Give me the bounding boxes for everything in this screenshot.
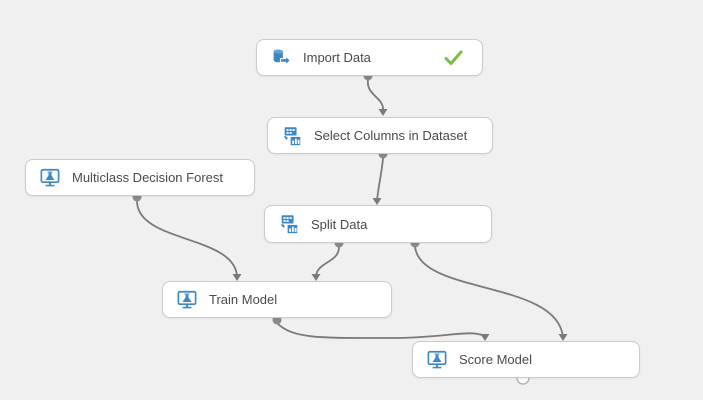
connection-arrowhead-icon — [378, 109, 388, 116]
module-node-split-data[interactable]: Split Data — [264, 205, 492, 243]
connection-arrowhead-icon — [232, 274, 242, 281]
module-label: Train Model — [209, 292, 278, 307]
model-flask-icon — [426, 349, 448, 371]
table-transform-icon — [278, 213, 300, 235]
model-flask-icon — [39, 167, 61, 189]
module-label: Select Columns in Dataset — [314, 128, 468, 143]
model-flask-icon — [176, 289, 198, 311]
connection-split-data-to-score-model — [414, 246, 564, 338]
connection-split-data-to-train-model — [315, 246, 340, 278]
module-node-train-model[interactable]: Train Model — [162, 281, 392, 318]
module-node-select-columns-in-dataset[interactable]: Select Columns in Dataset — [267, 117, 493, 154]
module-label: Multiclass Decision Forest — [72, 170, 223, 185]
connection-arrowhead-icon — [558, 334, 568, 341]
connection-import-data-to-select-columns-in-dataset — [367, 79, 384, 113]
module-node-import-data[interactable]: Import Data — [256, 39, 483, 76]
module-node-multiclass-decision-forest[interactable]: Multiclass Decision Forest — [25, 159, 255, 196]
module-label: Score Model — [459, 352, 532, 367]
database-export-icon — [270, 47, 292, 69]
connection-arrowhead-icon — [311, 274, 321, 281]
connection-train-model-to-score-model — [276, 322, 486, 339]
table-transform-icon — [281, 125, 303, 147]
connection-arrowhead-icon — [480, 334, 490, 341]
module-label: Import Data — [303, 50, 371, 65]
success-check-icon — [444, 50, 463, 66]
module-label: Split Data — [311, 216, 368, 232]
connection-select-columns-in-dataset-to-split-data — [376, 157, 384, 202]
module-node-score-model[interactable]: Score Model — [412, 341, 640, 378]
connection-multiclass-decision-forest-to-train-model — [136, 200, 238, 278]
connection-arrowhead-icon — [372, 198, 382, 205]
